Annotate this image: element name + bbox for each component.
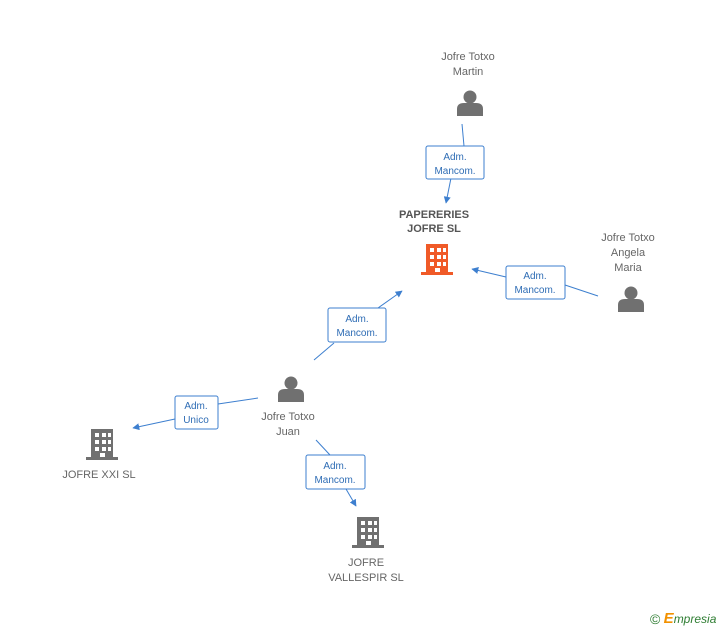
node-company-vallespir[interactable]: JOFRE VALLESPIR SL <box>328 517 404 584</box>
node-label-line2: Angela <box>611 247 646 259</box>
building-icon <box>86 429 118 460</box>
node-label-line3: Maria <box>614 262 642 274</box>
node-label-line1: PAPERERIES <box>399 209 469 221</box>
node-label-line2: VALLESPIR SL <box>328 572 404 584</box>
edge-label-line1: Adm. <box>345 314 368 325</box>
node-label-line1: Jofre Totxo <box>261 411 315 423</box>
edge-label-box[interactable] <box>327 307 387 343</box>
node-person-angela[interactable]: Jofre Totxo Angela Maria <box>601 232 655 312</box>
edge-label-box[interactable] <box>505 265 566 300</box>
edge-label-line1: Adm. <box>323 461 346 472</box>
node-label-line1: JOFRE <box>348 557 384 569</box>
edge-angela-papereries: Adm. Mancom. <box>471 265 599 300</box>
edge-label-line2: Unico <box>183 415 209 426</box>
brand-logo-initial: E <box>663 610 674 627</box>
edge-juan-xxi: Adm. Unico <box>132 395 259 431</box>
node-label-line1: JOFRE XXI SL <box>62 469 135 481</box>
building-icon <box>352 517 384 548</box>
node-company-papereries[interactable]: PAPERERIES JOFRE SL <box>399 209 469 275</box>
edge-label-line1: Adm. <box>184 401 207 412</box>
edge-juan-vallespir: Adm. Mancom. <box>305 439 366 507</box>
person-icon <box>618 286 644 312</box>
edge-label-box[interactable] <box>425 145 485 180</box>
edge-label-line2: Mancom. <box>336 328 377 339</box>
person-icon <box>457 90 483 116</box>
edge-label-line1: Adm. <box>523 271 546 282</box>
edge-label-line2: Mancom. <box>314 475 355 486</box>
node-company-xxi[interactable]: JOFRE XXI SL <box>62 429 136 481</box>
node-person-juan[interactable]: Jofre Totxo Juan <box>261 376 315 439</box>
person-icon <box>278 376 304 402</box>
building-icon <box>421 244 453 275</box>
copyright-icon: © <box>650 611 661 627</box>
edge-label-box[interactable] <box>174 395 219 430</box>
edge-label-box[interactable] <box>305 454 366 490</box>
node-label-line2: JOFRE SL <box>407 223 461 235</box>
edge-martin-papereries: Adm. Mancom. <box>425 123 485 204</box>
edge-label-line2: Mancom. <box>434 166 475 177</box>
node-person-martin[interactable]: Jofre Totxo Martin <box>441 51 495 116</box>
footer-brand: © Empresia <box>650 610 716 627</box>
edge-label-line1: Adm. <box>443 152 466 163</box>
node-label-line2: Juan <box>276 426 300 438</box>
brand-logo-text: mpresia <box>673 612 717 626</box>
edge-label-line2: Mancom. <box>514 285 555 296</box>
node-label-line1: Jofre Totxo <box>441 51 495 63</box>
node-label-line1: Jofre Totxo <box>601 232 655 244</box>
node-label-line2: Martin <box>453 66 484 78</box>
edge-juan-papereries: Adm. Mancom. <box>313 290 403 361</box>
